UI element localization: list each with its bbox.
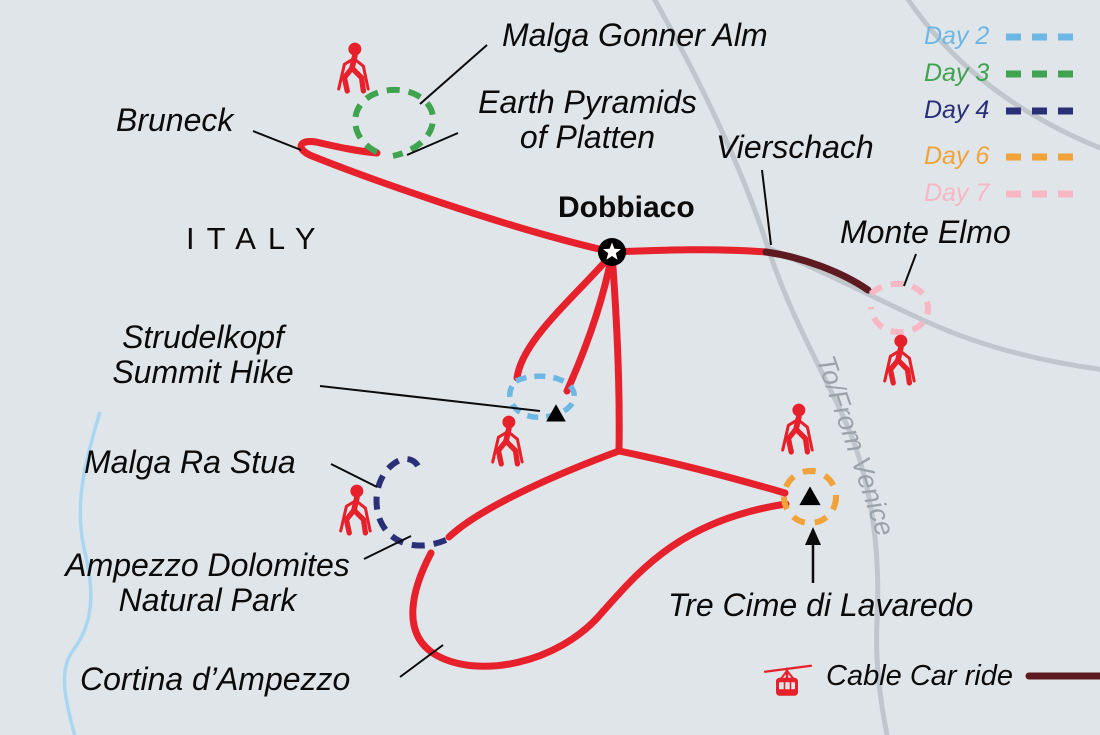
label-dobbiaco: Dobbiaco [558,191,695,224]
label-strudelkopf-line1: Strudelkopf [122,319,284,355]
hiker-icon [783,404,812,452]
pointer-lines [252,44,917,678]
route-cable-car [762,248,872,294]
route-day3-loop [352,86,436,159]
legend-row-day6: Day 6 [924,142,1084,171]
cable-car-line-swatch [1025,672,1100,680]
route-tre-cime-branch [615,447,789,497]
label-vierschach: Vierschach [716,129,874,165]
legend-day3-dash-icon [1006,70,1082,77]
red-routes [297,137,790,670]
legend-day6-label: Day 6 [924,142,990,170]
road-top-right [905,0,1100,151]
label-earth-pyramids: Earth Pyramids of Platten [455,85,720,154]
route-day2-loop [507,373,577,420]
roads [651,0,1100,735]
legend-row-day2: Day 2 [924,22,1084,51]
hiker-icon [339,43,368,91]
label-malga-ra-stua: Malga Ra Stua [84,444,296,480]
hiker-icon [885,335,914,383]
legend-row-day7: Day 7 [924,179,1084,208]
route-strudelkopf-left [513,250,616,382]
label-strudelkopf: Strudelkopf Summit Hike [88,320,318,389]
label-earth-pyramids-line1: Earth Pyramids [478,84,697,120]
legend-row-day3: Day 3 [924,59,1084,88]
legend-day7-label: Day 7 [924,179,990,207]
road-east-branch [765,245,1100,372]
label-earth-pyramids-line2: of Platten [519,118,656,155]
route-day4-loop [373,456,448,549]
legend-day7-dash-icon [1006,190,1082,197]
legend-day4-dash-icon [1006,107,1082,114]
label-malga-gonner-alm: Malga Gonner Alm [502,17,768,53]
pointer-cortina [399,644,444,678]
cable-car-icon [763,664,813,696]
route-day7-loop [868,280,932,336]
label-ampezzo-line1: Ampezzo Dolomites [65,547,350,583]
mountain-peak-icon [546,404,566,422]
pointer-monte-elmo [903,253,917,287]
map-legend: Day 2 Day 3 Day 4 Day 6 Day 7 [924,22,1084,208]
label-ampezzo-line2: Natural Park [118,581,297,618]
route-bruneck [297,137,616,256]
route-day6-loop [781,468,839,526]
label-tre-cime: Tre Cime di Lavaredo [668,587,974,623]
tre-cime-arrowhead-icon [805,527,821,545]
pointer-earth-pyramids [406,132,459,156]
pointer-malga-ra-stua [330,463,378,488]
legend-row-day4: Day 4 [924,96,1084,125]
label-cortina-dampezzo: Cortina d’Ampezzo [80,661,351,697]
label-strudelkopf-line2: Summit Hike [112,353,294,390]
label-country-italy: ITALY [186,221,328,256]
legend-day3-label: Day 3 [924,59,990,87]
label-ampezzo-dolomites: Ampezzo Dolomites Natural Park [40,548,375,617]
hiker-icon [493,416,522,464]
river-line [62,411,102,735]
pointer-malga-gonner [419,44,488,105]
legend-day6-dash-icon [1006,153,1082,160]
mountain-peak-icon [799,486,821,506]
pointer-bruneck [252,130,302,151]
pointer-strudelkopf [319,385,541,412]
road-to-venice [651,0,890,735]
route-east-to-cable [608,246,770,256]
pointer-vierschach [761,169,772,246]
cable-car-legend: Cable Car ride [762,652,1100,700]
legend-day2-dash-icon [1006,33,1082,40]
label-bruneck: Bruneck [116,102,234,138]
legend-day2-label: Day 2 [924,22,990,50]
route-loop-west [445,447,623,541]
legend-day4-label: Day 4 [924,96,990,124]
label-monte-elmo: Monte Elmo [840,214,1011,250]
route-cortina-loop [409,500,790,670]
hiker-icon [341,485,370,533]
route-strudelkopf-right [563,250,616,395]
cable-car-legend-label: Cable Car ride [826,659,1013,692]
pointer-ampezzo [363,535,412,560]
star-marker-icon [598,238,626,266]
route-south [608,250,623,455]
